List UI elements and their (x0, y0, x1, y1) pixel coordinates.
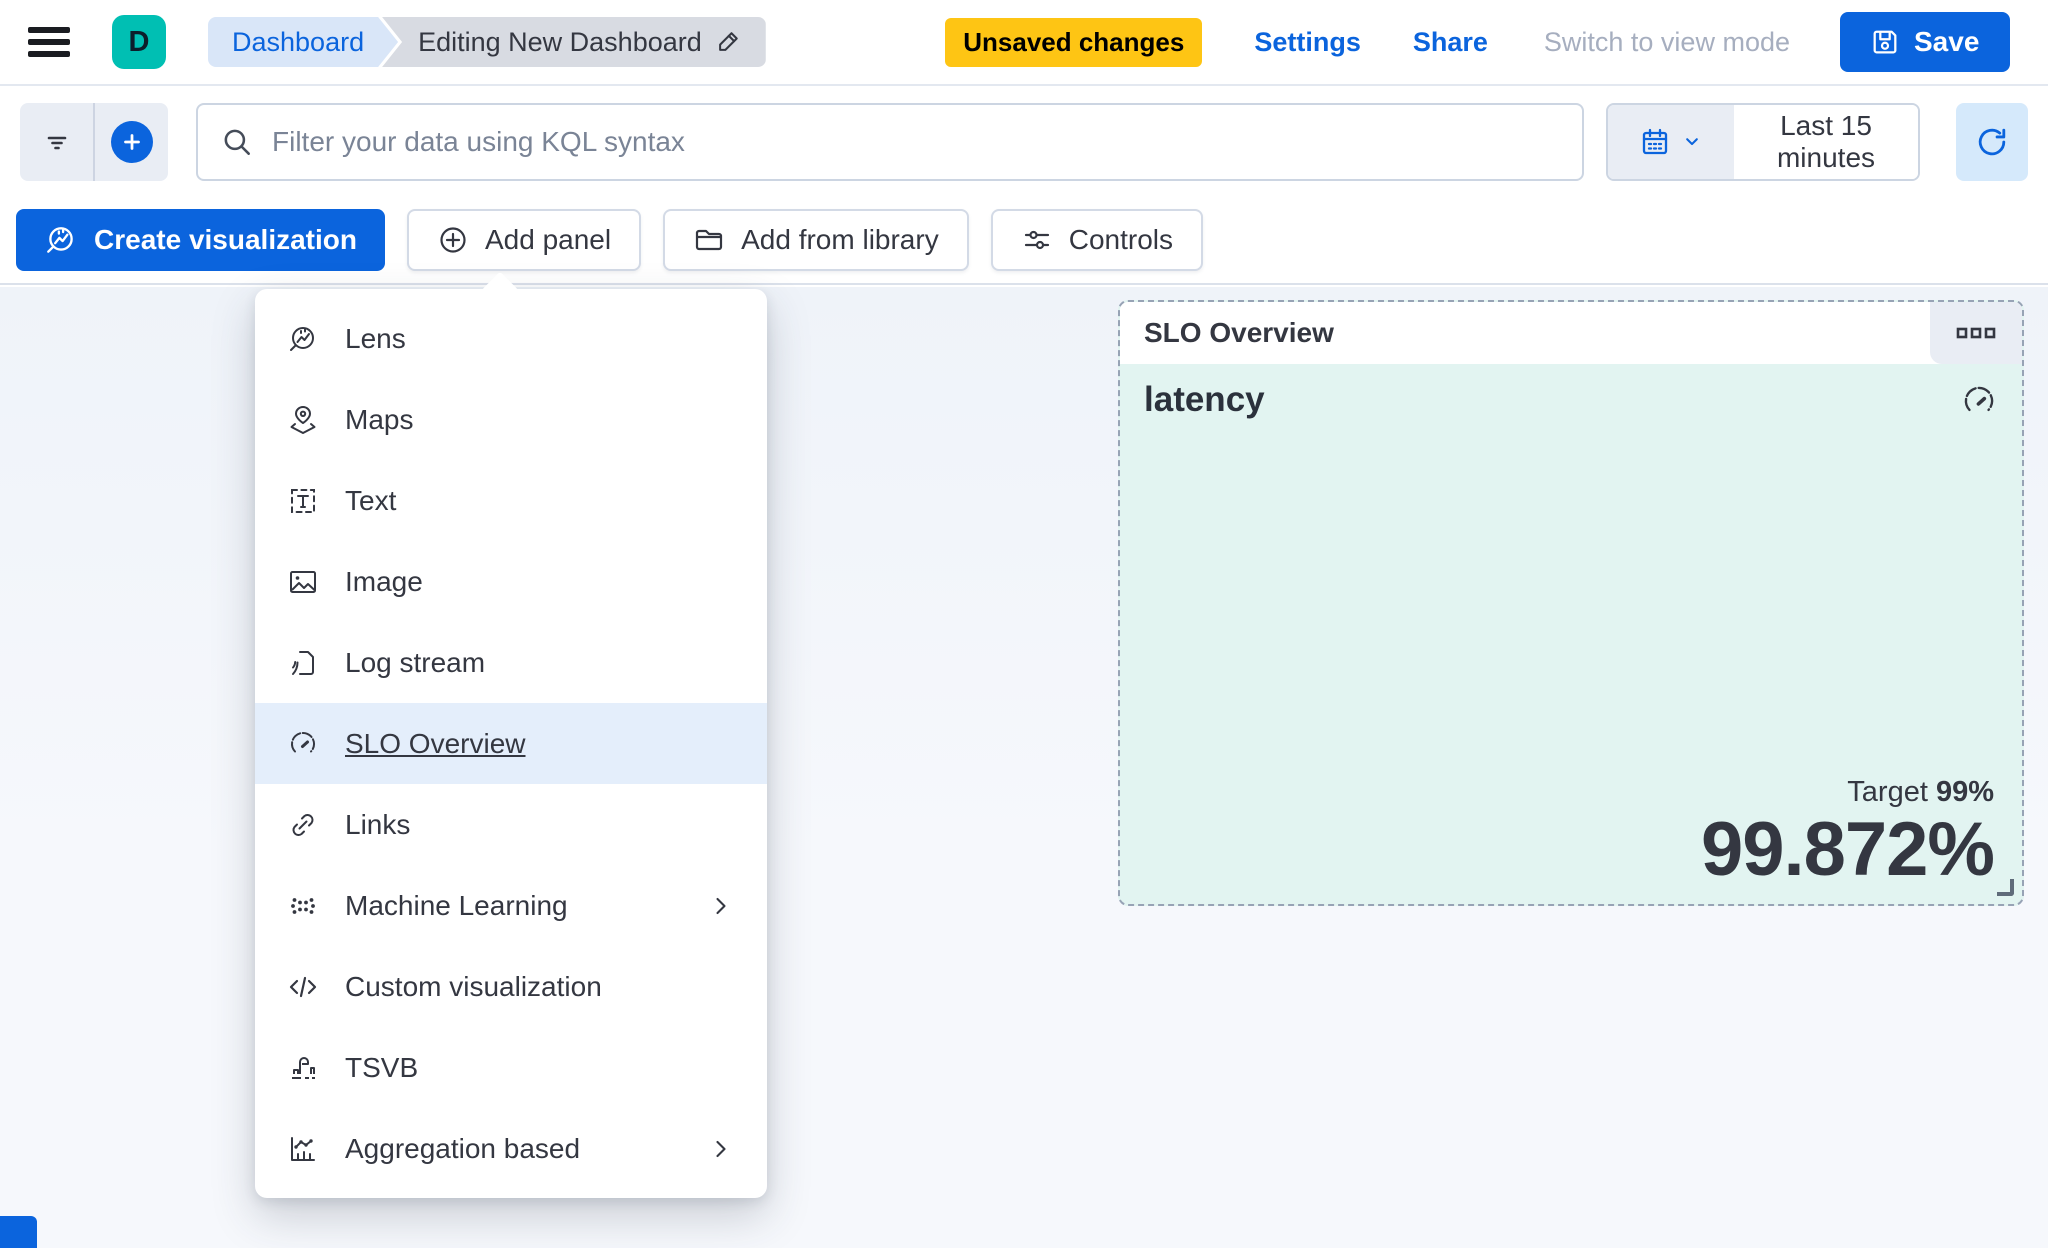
lens-icon (287, 323, 319, 355)
slo-target: Target 99% (1847, 776, 1994, 808)
menu-hamburger-icon[interactable] (26, 22, 72, 62)
menu-item-log-stream[interactable]: Log stream (255, 622, 767, 703)
refresh-button[interactable] (1956, 103, 2028, 181)
add-panel-button[interactable]: Add panel (406, 208, 642, 271)
menu-item-image[interactable]: Image (255, 541, 767, 622)
link-icon (287, 809, 319, 841)
menu-item-aggregation-based[interactable]: Aggregation based (255, 1108, 767, 1189)
save-icon (1870, 27, 1900, 57)
add-filter-button[interactable] (93, 103, 168, 181)
image-icon (287, 566, 319, 598)
partial-panel-corner (0, 1216, 37, 1248)
panel-resize-handle[interactable] (1997, 879, 2014, 896)
menu-item-tsvb[interactable]: TSVB (255, 1027, 767, 1108)
machine-learning-icon (287, 890, 319, 922)
text-icon (287, 485, 319, 517)
calendar-icon (1639, 126, 1671, 158)
plus-circle-icon (437, 224, 469, 256)
kql-search-input[interactable] (272, 126, 1560, 158)
log-stream-icon (287, 647, 319, 679)
code-icon (287, 971, 319, 1003)
slo-observed-value: 99.872% (1700, 807, 1995, 892)
kql-search-box (196, 103, 1584, 181)
create-visualization-button[interactable]: Create visualization (16, 208, 385, 271)
search-icon (220, 125, 254, 159)
menu-item-machine-learning[interactable]: Machine Learning (255, 865, 767, 946)
filter-button-group (20, 103, 168, 181)
aggregation-icon (287, 1133, 319, 1165)
panel-title: SLO Overview (1144, 317, 1334, 348)
breadcrumb-current[interactable]: Editing New Dashboard (382, 17, 766, 67)
add-from-library-button[interactable]: Add from library (663, 208, 969, 271)
gauge-icon (1960, 382, 1998, 420)
menu-item-maps[interactable]: Maps (255, 379, 767, 460)
space-avatar[interactable]: D (112, 15, 166, 69)
boxes-horizontal-icon (1956, 326, 1996, 340)
chevron-right-icon (707, 1135, 735, 1163)
menu-item-links[interactable]: Links (255, 784, 767, 865)
refresh-icon (1974, 124, 2010, 160)
unsaved-changes-badge: Unsaved changes (945, 17, 1203, 67)
slo-overview-panel[interactable]: SLO Overview latency Target 99% 99.872% (1118, 300, 2024, 906)
chevron-down-icon (1681, 131, 1703, 153)
dashboard-toolbar: Create visualization Add panel Add from … (0, 196, 2048, 285)
slo-name[interactable]: latency (1144, 380, 1265, 419)
time-range-picker: Last 15 minutes (1606, 103, 1920, 181)
breadcrumb-dashboard[interactable]: Dashboard (208, 17, 398, 67)
menu-item-text[interactable]: Text (255, 460, 767, 541)
panel-header: SLO Overview (1120, 302, 2022, 364)
maps-icon (287, 404, 319, 436)
dashboard-canvas: Lens Maps Text (0, 271, 2048, 1248)
controls-button[interactable]: Controls (990, 208, 1203, 271)
save-button[interactable]: Save (1840, 12, 2010, 72)
time-range-value[interactable]: Last 15 minutes (1734, 105, 1918, 179)
calendar-dropdown-button[interactable] (1608, 105, 1734, 179)
lens-icon (44, 223, 78, 257)
plus-icon (110, 121, 153, 163)
query-bar: Last 15 minutes (0, 88, 2048, 196)
top-header-bar: D Dashboard Editing New Dashboard Unsave… (0, 0, 2048, 86)
folder-icon (693, 224, 725, 256)
sliders-icon (1021, 224, 1053, 256)
tsvb-icon (287, 1052, 319, 1084)
filter-icon[interactable] (20, 103, 93, 181)
menu-item-lens[interactable]: Lens (255, 298, 767, 379)
panel-body: latency Target 99% 99.872% (1120, 364, 2022, 904)
pencil-icon (714, 28, 742, 56)
settings-link[interactable]: Settings (1254, 26, 1361, 57)
share-link[interactable]: Share (1412, 26, 1488, 57)
gauge-icon (287, 728, 319, 760)
add-panel-menu: Lens Maps Text (255, 271, 767, 1198)
switch-view-mode-link[interactable]: Switch to view mode (1543, 26, 1790, 57)
panel-options-button[interactable] (1930, 302, 2022, 364)
menu-item-slo-overview[interactable]: SLO Overview (255, 703, 767, 784)
chevron-right-icon (707, 892, 735, 920)
breadcrumb: Dashboard Editing New Dashboard (208, 17, 766, 67)
menu-item-custom-visualization[interactable]: Custom visualization (255, 946, 767, 1027)
